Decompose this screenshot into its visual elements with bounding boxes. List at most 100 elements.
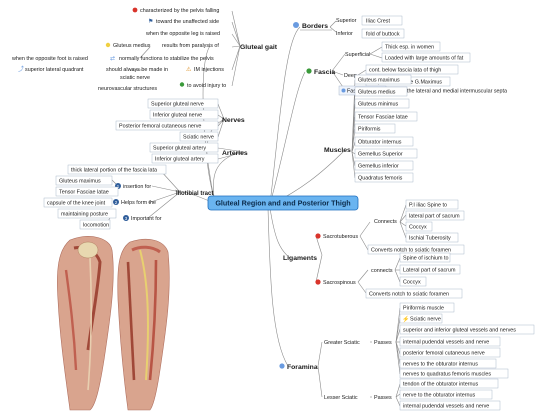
nerves-title: Nerves [222, 117, 245, 124]
branch-borders[interactable]: Borders Superior Iliac Crest Inferior fo… [293, 15, 405, 39]
sacrotuberous-dot-icon [315, 233, 321, 239]
iliotibial-important: Important for [131, 216, 162, 222]
branch-arteries[interactable]: Arteries Superior gluteal artery Inferio… [149, 142, 248, 164]
iliotibial-insertion: insertion for [123, 184, 151, 190]
gait-should: should always be made in [106, 67, 168, 73]
branch-iliotibial[interactable]: Iliotibial tract thick lateral portion o… [43, 164, 213, 230]
foramina-dot-icon [279, 363, 285, 369]
sacro-converts: Converts notch to sciatic foramen [371, 248, 451, 254]
gait-opposite-foot: when the opposite foot is raised [11, 56, 88, 62]
muscle-item: Gluteus minimus [358, 102, 398, 108]
muscle-item: Gemellus inferior [358, 164, 399, 170]
lesser-item: internal pudendal vessels and nerve [403, 404, 489, 410]
branch-muscles[interactable]: Muscles Gluteus maximus Gluteus medius G… [324, 74, 418, 183]
borders-inferior-value: fold of buttock [366, 32, 400, 38]
badge-3-label: 3 [125, 216, 128, 221]
foramen-greater: Greater Sciatic [324, 340, 360, 346]
muscle-item: Tensor Fasciae latae [358, 115, 408, 121]
spin-item: Spine of ischium to [403, 256, 449, 262]
sacro-item: Ischial Tuberosity [409, 236, 451, 242]
iliotibial-insertion-item: Gluteus maximus [59, 179, 101, 185]
branch-nerves[interactable]: Nerves Superior gluteal nerve Inferior g… [115, 98, 245, 142]
iliotibial-insertion-item: Tensor Fasciae latae [59, 190, 109, 196]
fascia-superficial-item: Loaded with large amounts of fat [385, 56, 464, 62]
muscle-item: Gluteus maximus [358, 78, 400, 84]
fascia-deep: Deep [344, 73, 357, 79]
central-topic[interactable]: Gluteal Region and and Posterior Thigh [207, 195, 359, 211]
nerve-item: Superior gluteal nerve [151, 102, 204, 108]
link-icon: ⤴ [18, 65, 24, 73]
nerve-item: Inferior gluteal nerve [153, 113, 202, 119]
fascia-dot-icon [306, 68, 312, 74]
iliotibial-title: Iliotibial tract [176, 191, 213, 197]
iliotibial-important-item: maintaining posture [61, 212, 108, 218]
fascia-title: Fascia [314, 69, 335, 76]
muscle-item: Obturator internus [358, 140, 402, 146]
spin-item: Lateral part of sacrum [403, 268, 456, 274]
borders-title: Borders [302, 23, 328, 30]
badge-2 [113, 199, 119, 205]
ligaments-title: Ligaments [283, 255, 317, 262]
central-topic-label: Gluteal Region and and Posterior Thigh [215, 199, 350, 208]
sacrospinous-dot-icon [315, 279, 321, 285]
greater-item: Piriformis muscle [403, 306, 444, 312]
gait-quadrant: superior lateral quadrant [25, 67, 84, 73]
foramen-lesser: Lesser Sciatic [324, 395, 358, 401]
gait-avoid: to avoid injury to [187, 83, 226, 89]
fascia-lata-detail: forms the lateral and medial intermuscul… [392, 89, 507, 95]
spin-connects: connects [371, 268, 393, 274]
spin-converts: Converts notch to sciatic foramen [369, 292, 449, 298]
lesser-passes: Passes [374, 395, 392, 401]
gait-medius-detail: results from paralysis of [162, 43, 219, 49]
muscles-title: Muscles [324, 147, 351, 154]
branch-foramina[interactable]: Foramina Greater Sciatic Passes Piriform… [279, 302, 535, 411]
red-dot-icon [132, 7, 138, 13]
arrows-icon: ⇄ [110, 55, 115, 62]
gait-item: when the opposite leg is raised [145, 31, 220, 37]
artery-item: Inferior gluteal artery [155, 157, 205, 163]
sacro-item: lateral part of sacrum [409, 214, 460, 220]
greater-item: nerves to the obturator internus [403, 362, 478, 368]
muscle-item: Gluteus medius [358, 90, 396, 96]
badge-1-label: 1 [117, 184, 120, 189]
branch-gluteal-gait[interactable]: Gluteal gait characterized by the pelvis… [11, 7, 278, 92]
bulb-icon [105, 42, 111, 48]
spin-item: Coccyx [403, 280, 421, 286]
gait-neuro: neurovascular structures [98, 86, 157, 92]
artery-item: Superior gluteal artery [153, 146, 206, 152]
muscle-item: Gemellus Superior [358, 152, 403, 158]
sacro-item: Coccyx [409, 225, 427, 231]
anatomy-illustration-left [57, 236, 114, 411]
note-icon [341, 88, 346, 93]
warning-icon: ⚠ [186, 66, 192, 73]
fascia-superficial: Superficial [345, 52, 370, 58]
gait-sciatic: sciatic nerve [120, 75, 150, 81]
iliotibial-capsule: capsule of the knee joint [47, 201, 106, 207]
iliotibial-important-item: locomotion [83, 223, 109, 229]
greater-passes: Passes [374, 340, 392, 346]
borders-superior-key: Superior [336, 18, 357, 24]
badge-2-label: 2 [115, 200, 118, 205]
greater-item: posterior femoral cutaneous nerve [403, 351, 485, 357]
gluteal-gait-title: Gluteal gait [240, 44, 278, 51]
ligament-sacrospinous: Sacrospinous [323, 280, 356, 286]
iliotibial-top: thick lateral portion of the fascia lata [71, 168, 157, 174]
branch-ligaments[interactable]: Ligaments Sacrotuberous Connects P.I ili… [283, 199, 465, 299]
greater-item: internal pudendal vessels and nerve [403, 340, 489, 346]
greater-item: superior and inferior gluteal vessels an… [403, 328, 516, 334]
fascia-deep-item: cont. below fascia lata of thigh [369, 68, 441, 74]
nerve-item: Posterior femoral cutaneous nerve [119, 124, 201, 130]
muscle-item: Piriformis [358, 127, 381, 133]
lesser-item: tendon of the obturator internus [403, 382, 479, 388]
flag-icon: ⚑ [148, 18, 153, 25]
green-dot-icon [179, 82, 185, 87]
foramina-title: Foramina [287, 364, 318, 371]
iliotibial-helps: Helps form the [121, 200, 156, 206]
gait-im: IM injections [194, 67, 224, 73]
borders-dot-icon [293, 22, 299, 28]
ligament-sacrotuberous: Sacrotuberous [323, 234, 358, 240]
muscles-list: Gluteus maximus Gluteus medius Gluteus m… [354, 74, 418, 183]
muscle-item: Quadratus femoris [358, 176, 403, 182]
greater-item: Sciatic nerve [410, 317, 441, 323]
